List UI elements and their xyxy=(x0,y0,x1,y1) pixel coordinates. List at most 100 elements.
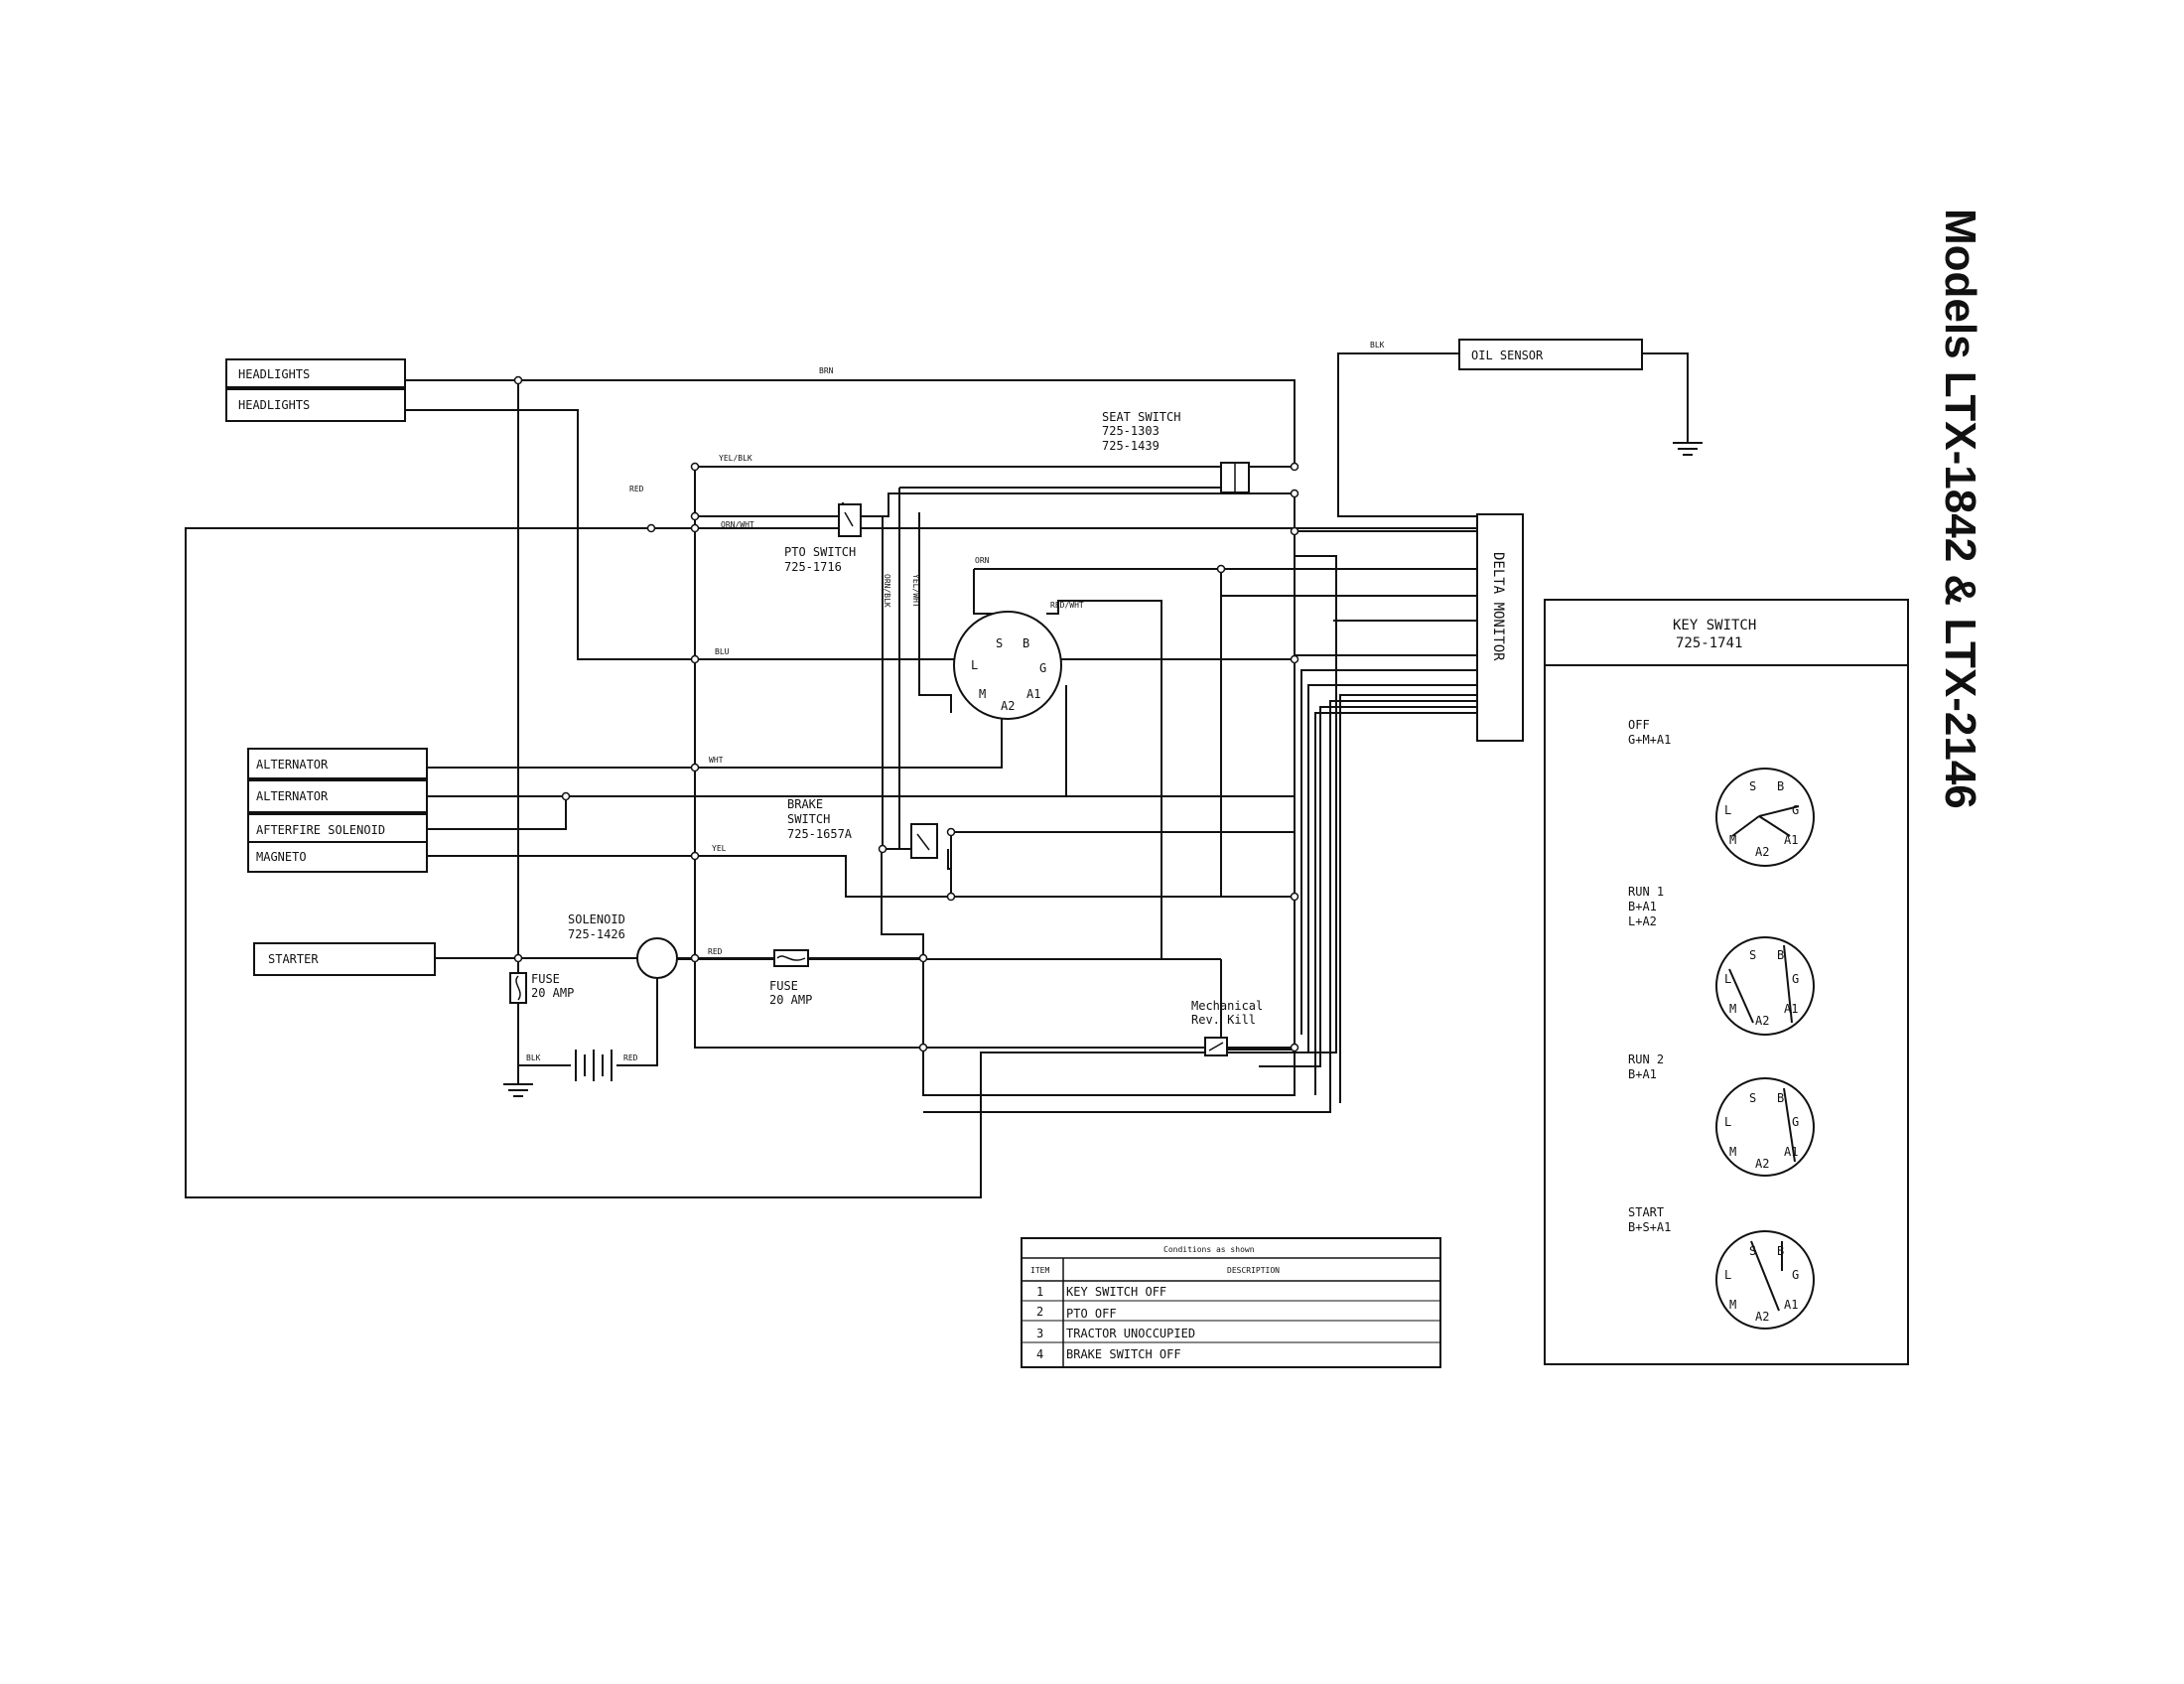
ks-off-name: OFF xyxy=(1628,718,1650,732)
ign-terminal-a1: A1 xyxy=(1026,687,1040,701)
solenoid-label: SOLENOID xyxy=(568,912,625,926)
key-switch-panel: KEY SWITCH 725-1741 OFF G+M+A1 S B L G M… xyxy=(1544,599,1909,1365)
ks-off-circuit: G+M+A1 xyxy=(1628,733,1671,747)
alternator-1-label: ALTERNATOR xyxy=(256,758,329,772)
solenoid: SOLENOID 725-1426 xyxy=(568,912,678,979)
delta-monitor-box: DELTA MONITOR xyxy=(1476,513,1524,742)
wire-label-yel: YEL xyxy=(712,844,727,853)
ks-off-t-a2: A2 xyxy=(1755,845,1769,859)
ks-run1-t-g: G xyxy=(1792,972,1799,986)
fuse-1-rating: 20 AMP xyxy=(531,986,574,1000)
ks-off-t-b: B xyxy=(1777,779,1784,793)
wire-label-blk-oil: BLK xyxy=(1370,341,1385,350)
mech-kill-label-1: Mechanical xyxy=(1191,999,1263,1013)
conditions-header-description: DESCRIPTION xyxy=(1227,1266,1280,1275)
fuse-2: FUSE 20 AMP xyxy=(769,949,812,1007)
conditions-table: Conditions as shown ITEM DESCRIPTION 1 K… xyxy=(1021,1237,1441,1368)
conditions-title: Conditions as shown xyxy=(1163,1245,1255,1254)
ign-terminal-g: G xyxy=(1039,661,1046,675)
wire-label-wht: WHT xyxy=(709,756,724,765)
ks-start-t-l: L xyxy=(1724,1268,1731,1282)
oil-sensor-label: OIL SENSOR xyxy=(1471,349,1544,362)
key-switch-title: KEY SWITCH xyxy=(1673,618,1756,633)
ground-symbol-battery xyxy=(503,1083,533,1097)
ks-start-t-m: M xyxy=(1729,1298,1736,1312)
wire-labels: BRN BLK YEL/BLK RED ORN/WHT ORN RED/WHT … xyxy=(526,341,1385,1062)
ks-start-t-a1: A1 xyxy=(1784,1298,1798,1312)
pto-switch-part: 725-1716 xyxy=(784,560,842,574)
wire-label-red-solenoid: RED xyxy=(708,947,723,956)
ks-run1-t-m: M xyxy=(1729,1002,1736,1016)
ks-run2-t-a2: A2 xyxy=(1755,1157,1769,1171)
seat-switch-part-1: 725-1303 xyxy=(1102,424,1160,438)
headlights-2-label: HEADLIGHTS xyxy=(238,398,310,412)
conditions-row-4-desc: BRAKE SWITCH OFF xyxy=(1066,1347,1181,1361)
wire-label-brn: BRN xyxy=(819,366,834,375)
ks-run1-t-a2: A2 xyxy=(1755,1014,1769,1028)
ks-run2-name: RUN 2 xyxy=(1628,1052,1664,1066)
conditions-row-3-item: 3 xyxy=(1036,1327,1043,1340)
fuse-2-rating: 20 AMP xyxy=(769,993,812,1007)
wires xyxy=(185,352,1689,1198)
junction-dots xyxy=(513,375,1299,1052)
ks-run1-name: RUN 1 xyxy=(1628,885,1664,899)
mechanical-rev-kill: Mechanical Rev. Kill xyxy=(1191,999,1263,1056)
ks-run1-t-a1: A1 xyxy=(1784,1002,1798,1016)
oil-sensor-box: OIL SENSOR xyxy=(1458,339,1643,370)
ks-start-t-b: B xyxy=(1777,1244,1784,1258)
conditions-row-4-item: 4 xyxy=(1036,1347,1043,1361)
starter-box: STARTER xyxy=(253,942,436,976)
brake-switch: BRAKE SWITCH 725-1657A xyxy=(787,797,938,859)
fuse-1-label: FUSE xyxy=(531,972,560,986)
conditions-row-1-item: 1 xyxy=(1036,1285,1043,1299)
pto-switch-label: PTO SWITCH xyxy=(784,545,856,559)
alternator-1-box: ALTERNATOR xyxy=(247,748,428,779)
wire-label-blu: BLU xyxy=(715,647,730,656)
wire-label-yel-blk: YEL/BLK xyxy=(719,454,752,463)
brake-switch-label-1: BRAKE xyxy=(787,797,823,811)
ks-start-t-g: G xyxy=(1792,1268,1799,1282)
ks-off-t-a1: A1 xyxy=(1784,833,1798,847)
mech-kill-label-2: Rev. Kill xyxy=(1191,1013,1256,1027)
magneto-box: MAGNETO xyxy=(247,841,428,873)
ground-symbol-oil xyxy=(1673,442,1703,456)
wire-label-orn-wht: ORN/WHT xyxy=(721,520,754,529)
fuse-2-label: FUSE xyxy=(769,979,798,993)
delta-monitor-label: DELTA MONITOR xyxy=(1490,552,1506,661)
ks-run2-circuit: B+A1 xyxy=(1628,1067,1657,1081)
ks-start-t-a2: A2 xyxy=(1755,1310,1769,1324)
alternator-2-label: ALTERNATOR xyxy=(256,789,329,803)
ks-run2-t-a1: A1 xyxy=(1784,1145,1798,1159)
wire-label-red-batt: RED xyxy=(623,1053,638,1062)
alternator-2-box: ALTERNATOR xyxy=(247,779,428,813)
ks-run1-circuit-2: L+A2 xyxy=(1628,914,1657,928)
ks-off-diagram: S B L G M A2 A1 xyxy=(1715,768,1815,867)
ign-terminal-b: B xyxy=(1023,636,1029,650)
headlights-2-box: HEADLIGHTS xyxy=(225,388,406,422)
conditions-row-2-item: 2 xyxy=(1036,1305,1043,1319)
fuse-1: FUSE 20 AMP xyxy=(509,972,574,1004)
wire-label-orn: ORN xyxy=(975,556,990,565)
wire-label-red-top: RED xyxy=(629,485,644,493)
ign-terminal-l: L xyxy=(971,658,978,672)
conditions-header-item: ITEM xyxy=(1030,1266,1049,1275)
afterfire-solenoid-label: AFTERFIRE SOLENOID xyxy=(256,823,385,837)
ks-run2-t-g: G xyxy=(1792,1115,1799,1129)
ks-run1-circuit-1: B+A1 xyxy=(1628,900,1657,913)
headlights-1-box: HEADLIGHTS xyxy=(225,358,406,388)
wire-label-red-wht: RED/WHT xyxy=(1050,601,1084,610)
seat-switch-part-2: 725-1439 xyxy=(1102,439,1160,453)
ks-run1-t-b: B xyxy=(1777,948,1784,962)
ks-start-name: START xyxy=(1628,1205,1664,1219)
seat-switch-label: SEAT SWITCH xyxy=(1102,410,1180,424)
ign-terminal-m: M xyxy=(979,687,986,701)
solenoid-part: 725-1426 xyxy=(568,927,625,941)
magneto-label: MAGNETO xyxy=(256,850,307,864)
pto-switch: PTO SWITCH 725-1716 xyxy=(784,503,862,574)
seat-switch: SEAT SWITCH 725-1303 725-1439 xyxy=(1102,410,1250,493)
wire-label-blk-batt: BLK xyxy=(526,1053,541,1062)
ks-run2-t-l: L xyxy=(1724,1115,1731,1129)
ks-start-circuit: B+S+A1 xyxy=(1628,1220,1671,1234)
key-switch-part: 725-1741 xyxy=(1676,635,1742,651)
